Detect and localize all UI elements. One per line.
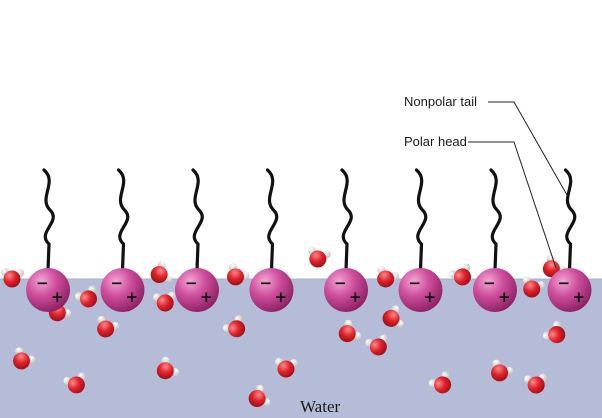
oxygen-atom [150,266,168,283]
head-sphere [175,268,219,312]
water-molecule [150,260,173,283]
polar-head: −+ [547,268,592,312]
water-molecule [524,373,548,394]
negative-charge: − [260,274,273,292]
polar-head: −+ [26,268,70,312]
oxygen-atom [228,320,246,338]
positive-charge: + [200,288,213,306]
oxygen-atom [377,270,395,288]
oxygen-atom [67,376,85,394]
oxygen-atom [491,364,509,382]
positive-charge: + [275,288,288,306]
oxygen-atom [227,268,244,286]
oxygen-atom [277,360,295,378]
negative-charge: − [409,274,422,292]
polar-head: −+ [175,268,219,312]
nonpolar-tail [265,168,279,272]
water-molecule [153,291,177,312]
polar-head-leader [468,141,557,269]
negative-charge: − [558,274,571,292]
head-sphere [26,268,70,312]
oxygen-atom [382,309,400,327]
water-molecule [542,320,566,344]
positive-charge: + [349,288,362,306]
head-sphere [324,268,368,312]
water-molecule [491,359,514,382]
polar-head-label: Polar head [404,134,467,149]
water-molecule [227,263,250,286]
tail-layer [42,168,577,272]
polar-head: −+ [100,268,145,312]
oxygen-atom [527,376,545,394]
nonpolar-tail-leader [488,101,568,196]
nonpolar-tail [42,168,55,272]
positive-charge: + [51,288,64,306]
positive-charge: + [126,288,139,306]
water-molecule [97,315,120,338]
water-molecule-layer [1,246,566,407]
water-molecule [222,315,246,338]
polar-head: −+ [473,268,517,312]
water-molecule [1,268,24,288]
water-molecule [248,384,271,407]
oxygen-atom [156,294,174,312]
oxygen-atom [13,352,30,370]
oxygen-atom [523,280,541,298]
oxygen-atom [248,390,266,407]
nonpolar-tail-label: Nonpolar tail [404,94,477,109]
polar-head: −+ [324,268,368,312]
negative-charge: − [334,274,347,292]
nonpolar-tail [489,168,502,272]
oxygen-atom [3,270,21,288]
positive-charge: + [573,288,586,306]
negative-charge: − [36,274,49,292]
nonpolar-tail [563,168,577,272]
oxygen-atom [369,338,387,356]
water-molecule [308,246,331,268]
positive-charge: + [424,288,437,306]
oxygen-atom [434,376,452,394]
head-sphere [473,268,517,312]
oxygen-atom [80,290,97,308]
water-molecule [275,358,298,378]
head-sphere [100,268,145,312]
negative-charge: − [483,274,496,292]
water-molecule [365,334,388,356]
nonpolar-tail [340,168,353,272]
head-layer: −+−+−+−+−+−+−+−+ [26,268,592,312]
head-sphere [398,268,443,312]
water-molecule [13,347,36,370]
water-molecule [338,319,361,343]
oxygen-atom [454,268,471,286]
water-molecule [428,371,452,394]
water-molecule [382,305,404,328]
water-molecule [448,263,471,286]
nonpolar-tail [116,168,130,272]
water-molecule [377,265,400,288]
positive-charge: + [498,288,511,306]
oxygen-atom [156,362,174,380]
water-molecule [522,276,546,298]
oxygen-atom [97,320,115,338]
water-molecule [156,356,180,380]
nonpolar-tail [414,168,428,272]
negative-charge: − [111,274,124,292]
water-molecule [63,372,86,394]
water-label: Water [300,397,340,416]
oxygen-atom [548,326,566,344]
head-sphere [249,268,294,312]
polar-head: −+ [249,268,294,312]
water-molecule [74,285,97,308]
oxygen-atom [338,325,356,343]
negative-charge: − [185,274,198,292]
head-sphere [547,268,592,312]
polar-head: −+ [398,268,443,312]
nonpolar-tail [191,168,204,272]
oxygen-atom [309,250,327,268]
